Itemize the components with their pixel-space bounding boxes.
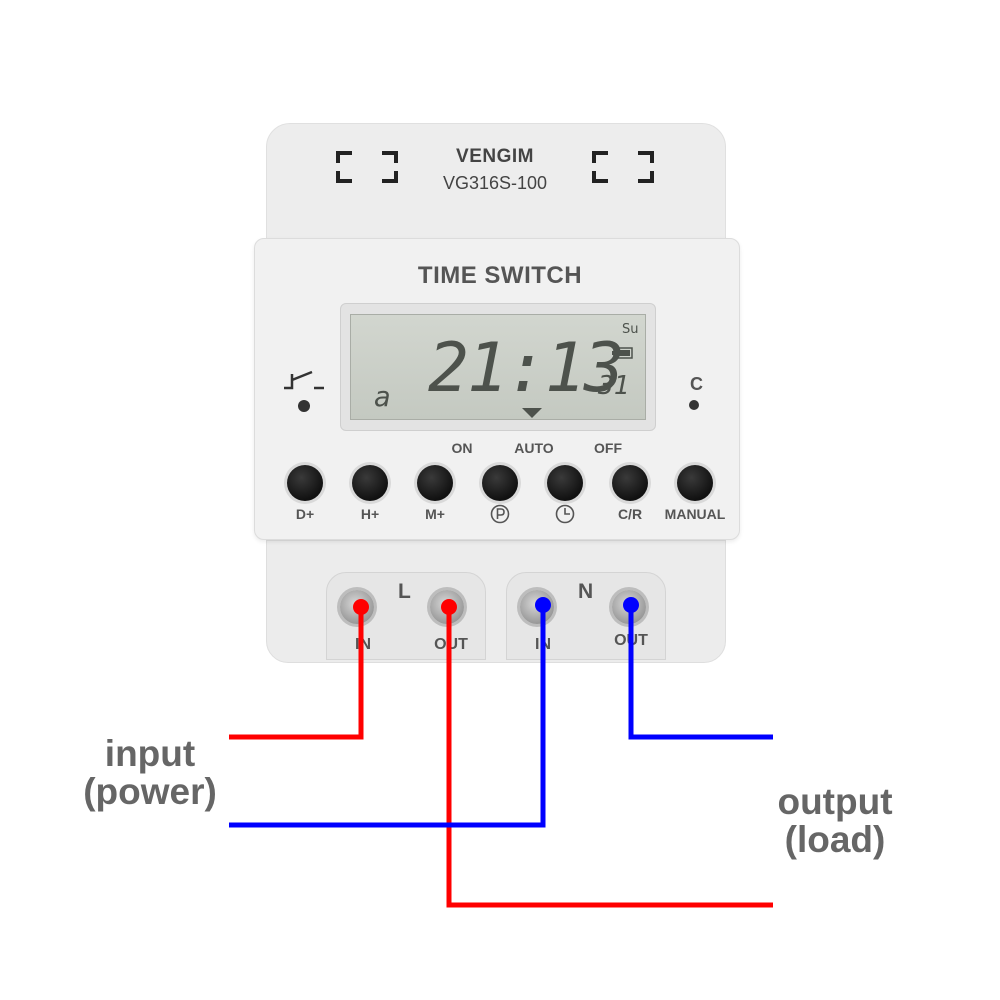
down-arrow-icon [522,408,542,418]
lcd-day: Su [622,322,639,337]
lcd-screen [350,314,646,420]
terminal-n-out-screw[interactable] [612,590,646,624]
model-number: VG316S-100 [442,173,548,193]
device-title: TIME SWITCH [417,262,583,289]
battery-icon [612,347,633,359]
mode-label-auto: AUTO [514,440,554,456]
mounting-slot-icon-left [336,151,398,183]
terminal-n-out-label: OUT [614,632,648,649]
output-caption-line2: (load) [784,819,886,860]
lcd-time: 21:13 [428,329,625,408]
switch-contact-icon [284,370,324,390]
terminal-l-out-screw[interactable] [430,590,464,624]
button-label-h-plus: H+ [360,506,380,522]
cancel-recall-button[interactable] [612,465,648,501]
lcd-program-indicator: a [374,380,391,413]
mode-label-on: ON [451,440,473,456]
button-label-m-plus: M+ [425,506,445,522]
button-label-manual: MANUAL [664,506,726,522]
button-label-cr: C/R [617,506,643,522]
terminal-group-n: N [578,580,594,603]
terminal-group-l: L [398,580,411,603]
day-plus-button[interactable] [287,465,323,501]
program-button[interactable] [482,465,518,501]
terminal-n-in-label: IN [535,636,551,653]
minute-plus-button[interactable] [417,465,453,501]
clock-button[interactable] [547,465,583,501]
terminal-l-in-screw[interactable] [340,590,374,624]
input-caption-line1: input [104,733,196,774]
input-caption-line2: (power) [83,771,217,812]
manual-button[interactable] [677,465,713,501]
terminal-l-in-label: IN [355,636,371,653]
output-caption-line1: output [777,781,893,822]
reset-label: C [690,374,703,394]
mounting-slot-icon-right [592,151,654,183]
reset-hole[interactable] [689,400,699,410]
program-p-icon [490,504,510,524]
mode-label-off: OFF [594,440,622,456]
terminal-l-out-label: OUT [434,636,468,653]
brand-name: VENGIM [456,146,534,167]
hour-plus-button[interactable] [352,465,388,501]
button-label-d-plus: D+ [295,506,315,522]
terminal-n-in-screw[interactable] [520,590,554,624]
lcd-seconds: 31 [598,371,630,401]
status-led-left [298,400,310,412]
clock-icon [555,504,575,524]
